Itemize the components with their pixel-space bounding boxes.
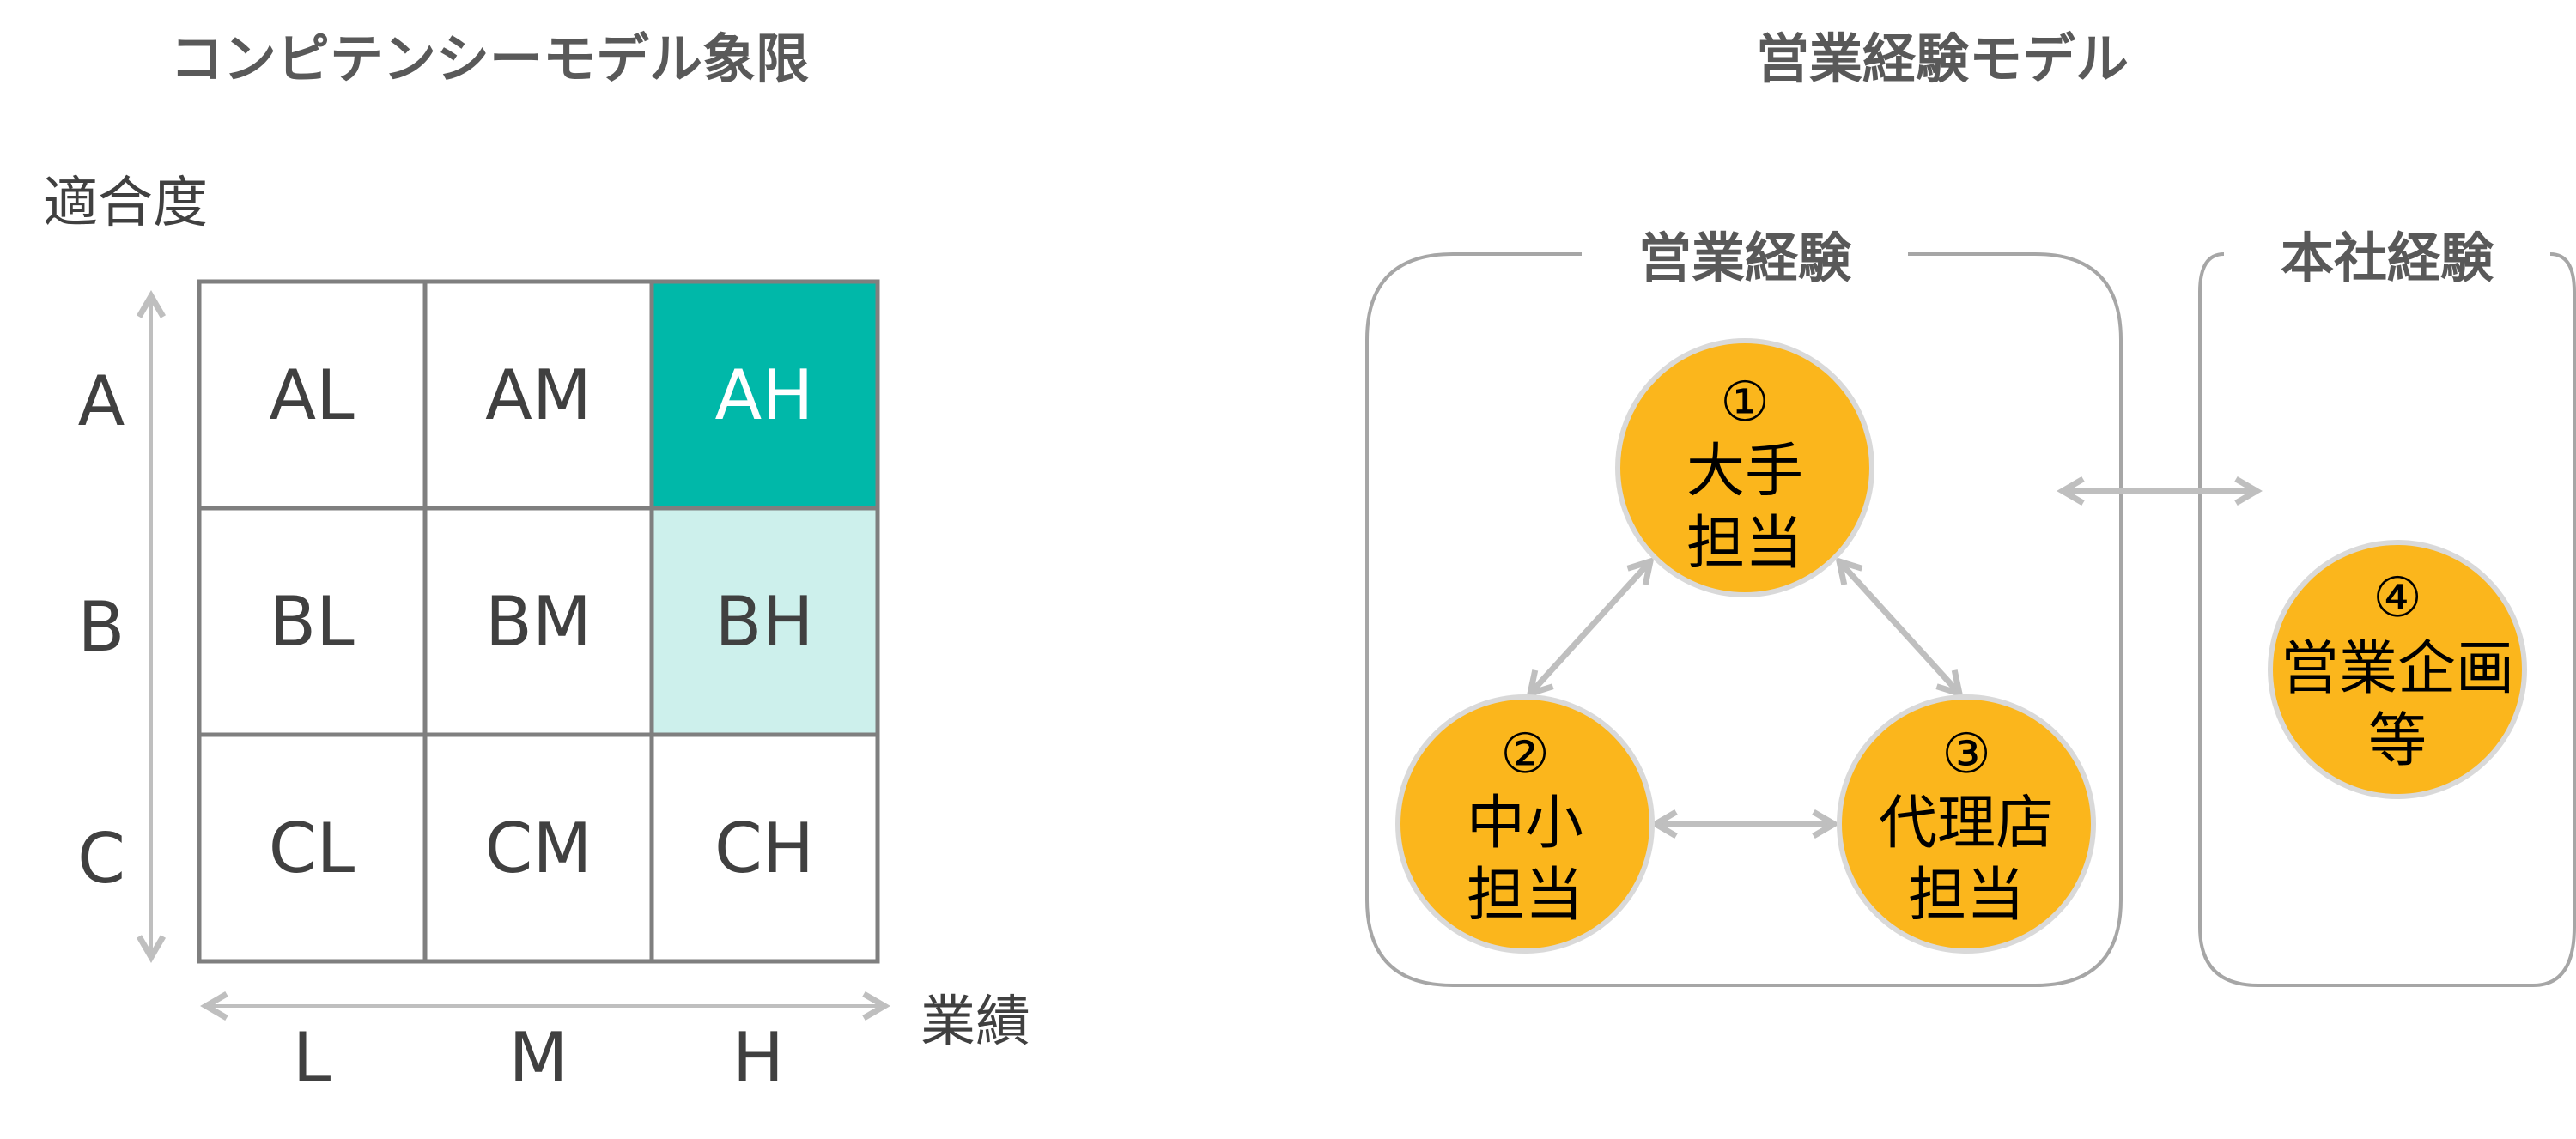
cell-label-ch: CH: [714, 809, 814, 888]
node-3-line2: 担当: [1908, 862, 2025, 930]
node-4-line1: 営業企画: [2281, 635, 2514, 703]
node-1-circle: [1615, 338, 1874, 597]
cell-am: [422, 279, 654, 511]
node-3-circle: [1837, 694, 2096, 954]
cell-bh: [649, 506, 880, 737]
node-2-circle: [1395, 694, 1655, 954]
node-1-line2: 担当: [1686, 510, 1803, 578]
node-4-line2: 等: [2368, 707, 2427, 775]
sales-group-label: 営業経験: [1638, 227, 1852, 289]
node-2-number: ②: [1500, 723, 1549, 786]
sales-group-label-bg: [1582, 225, 1908, 285]
cell-ch: [649, 732, 880, 964]
left-title: コンピテンシーモデル象限: [170, 27, 809, 90]
sales-group-frame: [1365, 252, 2123, 987]
node-3: ③ 代理店 担当: [1837, 694, 2096, 954]
cell-label-cm: CM: [485, 809, 592, 888]
node-2-line1: 中小: [1467, 790, 1583, 857]
node-1-number: ①: [1720, 371, 1769, 434]
node-4: ④ 営業企画 等: [2268, 540, 2527, 799]
col-label-l: L: [293, 1018, 331, 1098]
node-2: ② 中小 担当: [1395, 694, 1655, 954]
row-label-b: B: [78, 587, 125, 667]
cell-label-bl: BL: [269, 582, 355, 662]
hq-group-label-bg: [2231, 225, 2543, 285]
row-label-c: C: [77, 819, 125, 899]
node-1: ① 大手 担当: [1615, 338, 1874, 597]
hq-group-frame: [2198, 252, 2576, 987]
node-4-circle: [2268, 540, 2527, 799]
cell-label-ah: AH: [715, 355, 814, 435]
arrow-n1-n2: [1526, 556, 1655, 699]
quadrant-grid: [197, 279, 880, 964]
cell-label-cl: CL: [269, 809, 355, 888]
col-label-m: M: [508, 1018, 568, 1098]
x-axis-label: 業績: [920, 991, 1030, 1054]
node-3-line1: 代理店: [1879, 790, 2054, 857]
cell-label-bm: BM: [485, 582, 592, 662]
node-2-line2: 担当: [1467, 862, 1583, 930]
row-label-a: A: [78, 361, 125, 441]
node-1-line1: 大手: [1686, 438, 1803, 506]
node-3-number: ③: [1941, 723, 1990, 786]
node-4-number: ④: [2372, 566, 2421, 630]
cell-label-al: AL: [269, 355, 355, 435]
cell-label-am: AM: [485, 355, 592, 435]
col-label-h: H: [732, 1018, 784, 1098]
y-axis-label: 適合度: [43, 172, 208, 235]
right-title: 営業経験モデル: [1756, 27, 2129, 90]
cell-label-bh: BH: [714, 582, 813, 662]
hq-group-label: 本社経験: [2281, 227, 2494, 289]
arrow-n1-n3: [1835, 556, 1964, 699]
